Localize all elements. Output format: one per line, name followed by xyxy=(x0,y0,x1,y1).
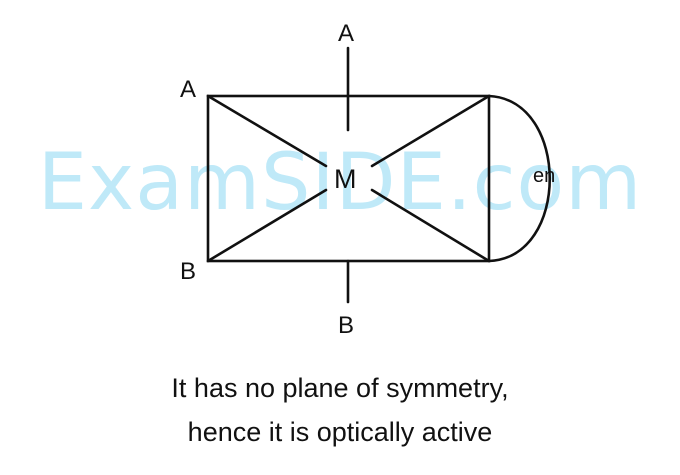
watermark: ExamSIDE.com xyxy=(37,138,643,228)
bond-top-right xyxy=(370,94,491,168)
en-ligand-arc xyxy=(487,94,552,263)
label-top-left: A xyxy=(180,76,197,103)
label-axial-bottom: B xyxy=(338,312,355,339)
label-bottom-left: B xyxy=(180,258,197,285)
bond-bottom-left xyxy=(206,188,328,263)
caption-line-1: It has no plane of symmetry, xyxy=(171,373,509,403)
ligand-label: en xyxy=(533,165,556,187)
center-atom: M xyxy=(334,164,357,194)
label-axial-top: A xyxy=(338,20,355,47)
bond-top-left xyxy=(206,94,328,168)
caption-line-2: hence it is optically active xyxy=(187,417,493,447)
bond-bottom-right xyxy=(370,188,491,263)
